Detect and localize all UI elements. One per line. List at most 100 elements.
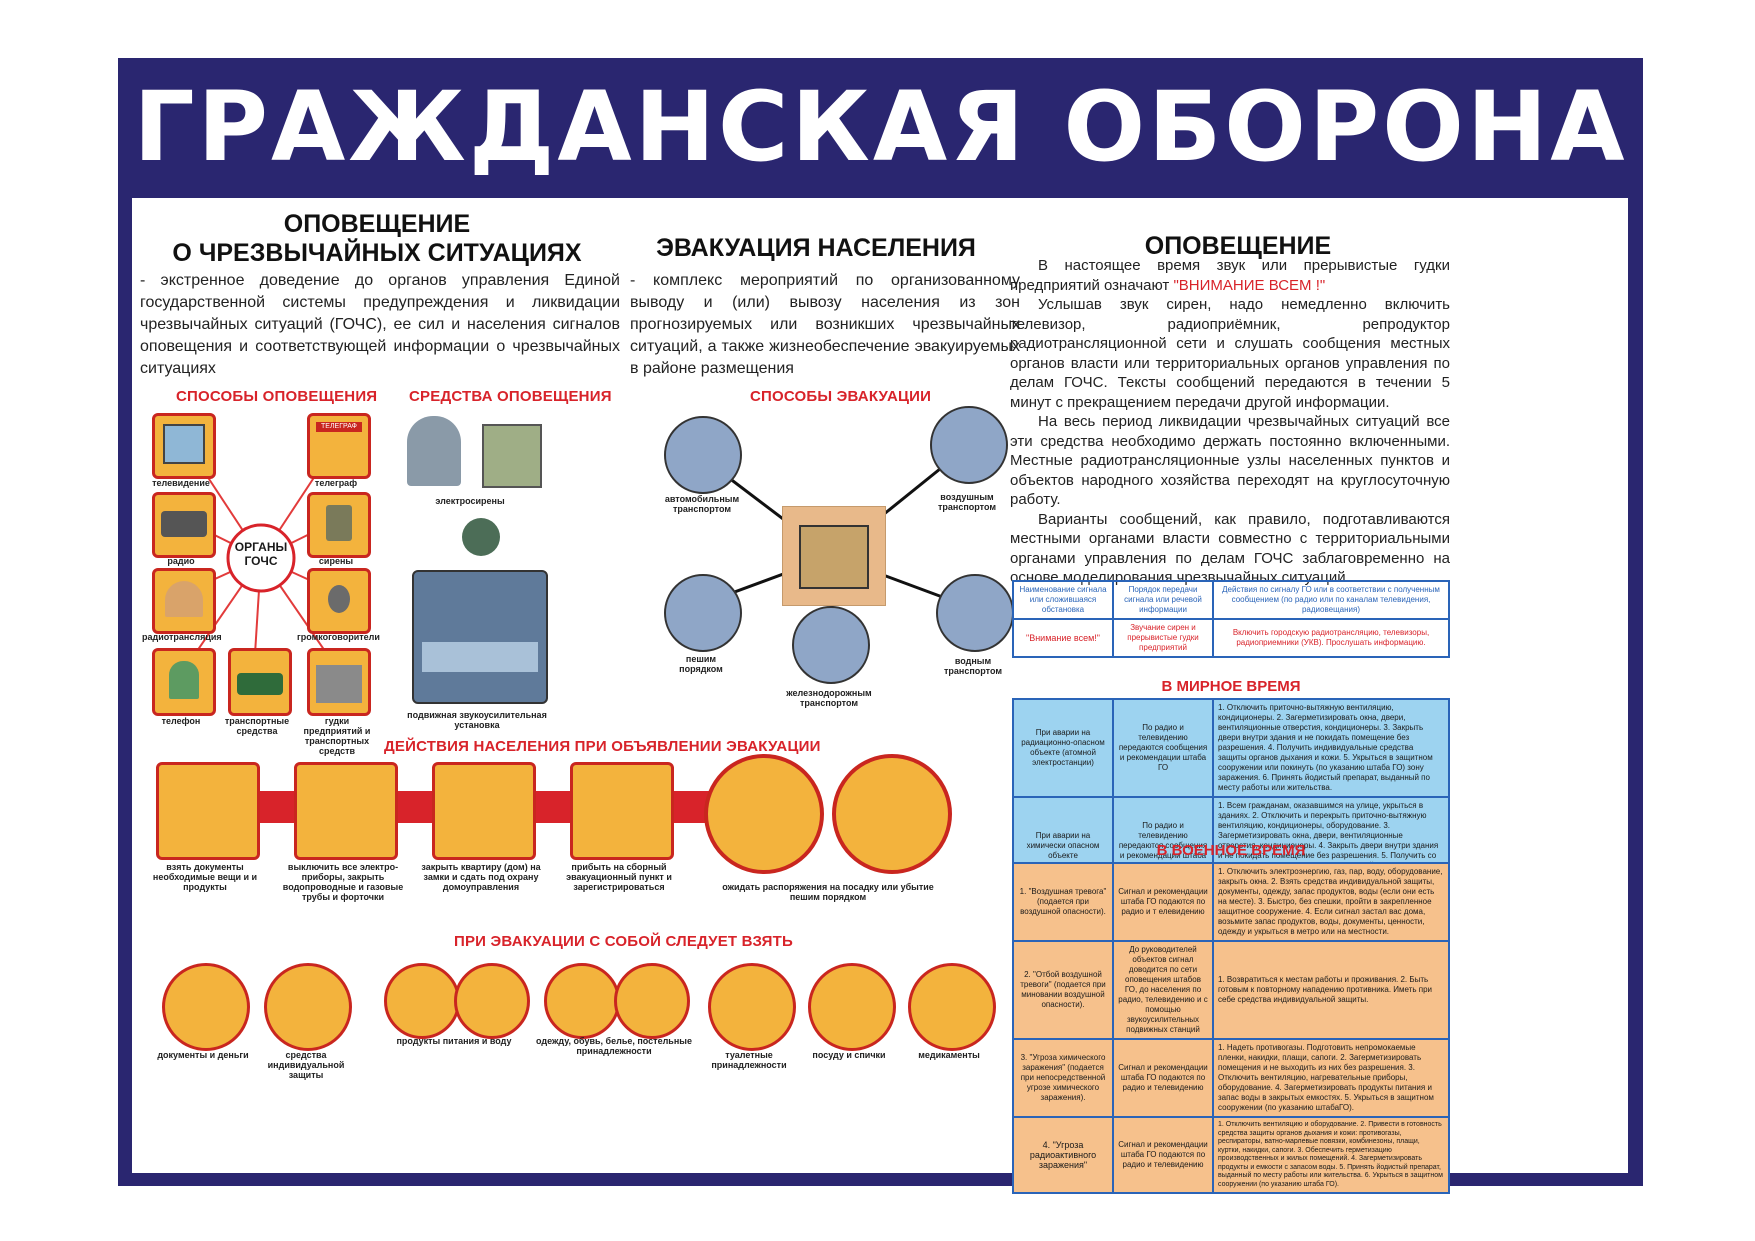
table-header-row: Наименование сигнала или сложившаяся обс… <box>1012 580 1450 620</box>
table-cell: Сигнал и рекомендации штаба ГО подаются … <box>1112 862 1214 942</box>
notify-means-title: СРЕДСТВА ОПОВЕЩЕНИЯ <box>409 388 612 405</box>
phone-icon <box>152 648 216 716</box>
documents-money-icon <box>162 963 250 1051</box>
table-row: "Внимание всем!" Звучание сирен и прерыв… <box>1012 618 1450 658</box>
method-label: телефон <box>161 716 201 726</box>
telegraph-icon: ТЕЛЕГРАФ <box>307 413 371 479</box>
vehicle-icon <box>228 648 292 716</box>
alert-heading: ОПОВЕЩЕНИЕ <box>1144 232 1332 260</box>
evac-take-title: ПРИ ЭВАКУАЦИИ С СОБОЙ СЛЕДУЕТ ВЗЯТЬ <box>454 933 794 950</box>
table-cell: 1. Отключить вентиляцию и оборудование. … <box>1212 1116 1450 1194</box>
table-cell: "Внимание всем!" <box>1012 618 1114 658</box>
action-label: ожидать распоряжения на посадку или убыт… <box>722 882 934 902</box>
dishes-matches-icon <box>808 963 896 1051</box>
notify-methods-title: СПОСОБЫ ОПОВЕЩЕНИЯ <box>176 388 378 405</box>
take-label: медикаменты <box>918 1050 980 1060</box>
radio-icon <box>152 492 216 558</box>
clothes-icon <box>544 963 620 1039</box>
take-label: средства индивидуальной защиты <box>267 1050 345 1080</box>
alert-p2: Услышав звук сирен, надо немедленно вклю… <box>1010 296 1450 411</box>
telegraph-sign: ТЕЛЕГРАФ <box>316 422 362 432</box>
action-label: прибыть на сборный эвакуационный пункт и… <box>566 862 672 892</box>
radio-broadcast-icon <box>152 568 216 634</box>
table-cell: 2. "Отбой воздушной тревоги" (подается п… <box>1012 940 1114 1040</box>
table-cell: По радио и телевидению передаются сообще… <box>1112 698 1214 798</box>
method-label: радио <box>167 556 195 566</box>
method-label: телеграф <box>314 478 358 488</box>
siren-icon <box>307 492 371 558</box>
evac-heading: ЭВАКУАЦИЯ НАСЕЛЕНИЯ <box>656 234 976 262</box>
notify-hub-lines <box>183 440 339 671</box>
horn-speaker-icon <box>482 424 542 488</box>
take-label: документы и деньги <box>157 1050 249 1060</box>
action-wait-icon <box>704 754 824 874</box>
table-cell: До руководителей объектов сигнал доводит… <box>1112 940 1214 1040</box>
loudspeaker-horn-icon <box>462 518 500 556</box>
buildings-icon <box>782 506 886 606</box>
table-row: 3. "Угроза химического заражения" (подае… <box>1012 1038 1450 1118</box>
peace-title: В МИРНОЕ ВРЕМЯ <box>1161 678 1301 695</box>
table-row: 2. "Отбой воздушной тревоги" (подается п… <box>1012 940 1450 1040</box>
factory-icon <box>307 648 371 716</box>
table-row: При аварии на радиационно-опасном объект… <box>1012 698 1450 798</box>
tv-icon <box>152 413 216 479</box>
linen-icon <box>614 963 690 1039</box>
action-register-icon <box>570 762 674 860</box>
table-cell: Сигнал и рекомендации штаба ГО подаются … <box>1112 1116 1214 1194</box>
means-label: подвижная звукоусилительная установка <box>407 710 547 730</box>
table-cell: 1. "Воздушная тревога" (подается при воз… <box>1012 862 1114 942</box>
loudspeaker-icon <box>307 568 371 634</box>
table-row: 4. "Угроза радиоактивного заражения" Сиг… <box>1012 1116 1450 1194</box>
evac-actions-title: ДЕЙСТВИЯ НАСЕЛЕНИЯ ПРИ ОБЪЯВЛЕНИИ ЭВАКУА… <box>384 738 821 755</box>
table-cell: Сигнал и рекомендации штаба ГО подаются … <box>1112 1038 1214 1118</box>
take-label: посуду и спички <box>812 1050 886 1060</box>
action-label: взять документы необходимые вещи и и про… <box>152 862 258 892</box>
action-label: выключить все электро-приборы, закрыть в… <box>282 862 404 902</box>
take-label: туалетные принадлежности <box>711 1050 787 1070</box>
table-cell: 1. Возвратиться к местам работы и прожив… <box>1212 940 1450 1040</box>
table-cell: 1. Отключить приточно-вытяжную вентиляци… <box>1212 698 1450 798</box>
poster-frame: ГРАЖДАНСКАЯ ОБОРОНА ОПОВЕЩЕНИЕ О ЧРЕЗВЫЧ… <box>118 58 1643 1194</box>
gas-mask-icon <box>264 963 352 1051</box>
table-header-cell: Порядок передачи сигнала или речевой инф… <box>1112 580 1214 620</box>
medicine-icon <box>908 963 996 1051</box>
alert-p3: На весь период ликвидации чрезвычайных с… <box>1010 413 1450 508</box>
evac-ways-title: СПОСОБЫ ЭВАКУАЦИИ <box>750 388 932 405</box>
method-label: громкоговорители <box>297 632 380 642</box>
table-cell: 3. "Угроза химического заражения" (подае… <box>1012 1038 1114 1118</box>
evac-way-label: пешим порядком <box>679 654 723 674</box>
method-label: сирены <box>318 556 354 566</box>
alert-attention-all: "ВНИМАНИЕ ВСЕМ !" <box>1173 276 1326 294</box>
alert-p4: Варианты сообщений, как правило, подгота… <box>1010 510 1450 587</box>
notify-heading-line1: ОПОВЕЩЕНИЕ <box>283 210 471 238</box>
table-cell: Включить городскую радиотрансляцию, теле… <box>1212 618 1450 658</box>
alert-p1: В настоящее время звук или прерывистые г… <box>1010 257 1450 294</box>
page-title: ГРАЖДАНСКАЯ ОБОРОНА <box>133 71 1628 183</box>
food-icon <box>384 963 460 1039</box>
table-row: 1. "Воздушная тревога" (подается при воз… <box>1012 862 1450 942</box>
method-label: радиотрансляция <box>142 632 222 642</box>
poster-body: ОПОВЕЩЕНИЕ О ЧРЕЗВЫЧАЙНЫХ СИТУАЦИЯХ - эк… <box>132 198 1628 1194</box>
action-lock-door-icon <box>432 762 536 860</box>
action-label: закрыть квартиру (дом) на замки и сдать … <box>421 862 541 892</box>
evac-way-label: воздушным транспортом <box>938 492 996 512</box>
table-cell: Звучание сирен и прерывистые гудки предп… <box>1112 618 1214 658</box>
table-cell: 1. Надеть противогазы. Подготовить непро… <box>1212 1038 1450 1118</box>
alert-text: В настоящее время звук или прерывистые г… <box>1010 256 1450 588</box>
car-transport-icon <box>664 416 742 494</box>
table-cell: 1. Отключить электроэнергию, газ, пар, в… <box>1212 862 1450 942</box>
water-transport-icon <box>936 574 1014 652</box>
war-table: 1. "Воздушная тревога" (подается при воз… <box>1012 862 1450 1194</box>
table-cell: При аварии на радиационно-опасном объект… <box>1012 698 1114 798</box>
electrosiren-icon <box>407 416 461 486</box>
signal-table: Наименование сигнала или сложившаяся обс… <box>1012 580 1450 658</box>
notify-heading-line2: О ЧРЕЗВЫЧАЙНЫХ СИТУАЦИЯХ <box>172 239 582 267</box>
toiletries-icon <box>708 963 796 1051</box>
war-title: В ВОЕННОЕ ВРЕМЯ <box>1156 842 1306 859</box>
air-transport-icon <box>930 406 1008 484</box>
rail-transport-icon <box>792 606 870 684</box>
method-label: гудки предприятий и транспортных средств <box>303 716 371 756</box>
take-label: продукты питания и воду <box>396 1036 512 1046</box>
action-walk-icon <box>832 754 952 874</box>
table-cell: 4. "Угроза радиоактивного заражения" <box>1012 1116 1114 1194</box>
